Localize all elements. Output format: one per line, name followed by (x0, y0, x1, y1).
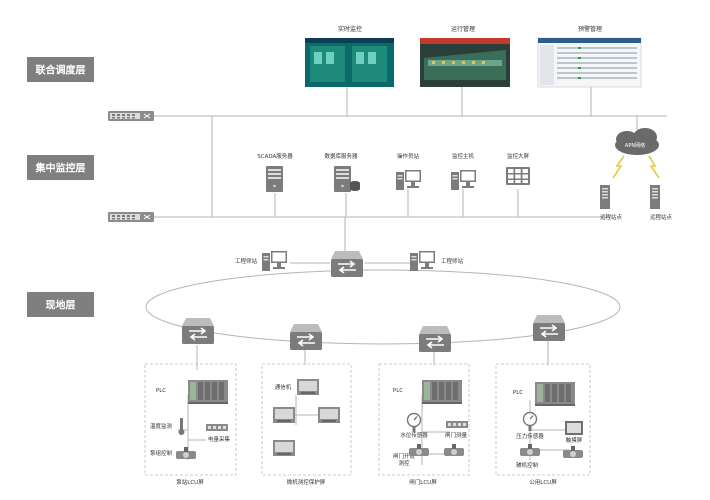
thermometer-icon (178, 418, 185, 435)
ring-router-3-icon (418, 325, 452, 353)
plc-label: PLC (513, 390, 523, 396)
gate-opening-label: 闸门开度 (393, 452, 416, 460)
pump-unit-control-label: 泵组控制 (150, 449, 173, 457)
remote-site-1-icon (600, 185, 610, 209)
ring-router-2-icon (289, 323, 323, 351)
gate-valve-icon (409, 444, 429, 456)
auxiliary-valve-icon (520, 444, 540, 456)
label-monitoring-big-screen: 监控大屏 (507, 152, 530, 160)
pressure-sensor-icon (522, 411, 538, 432)
layer-joint-dispatch (27, 57, 94, 82)
label-monitoring-host: 监控主机 (452, 152, 475, 160)
screen-label-realtime: 实时监控 (338, 25, 362, 33)
remote-site-2-icon (650, 185, 660, 209)
layer-central-monitoring (27, 155, 94, 180)
operator-station-icon (396, 170, 421, 190)
comm-unit-label: 通信机 (275, 383, 292, 391)
layer-field-label: 现地层 (46, 299, 76, 312)
protection-device-1-icon (273, 407, 295, 423)
layer-joint-dispatch-label: 联合调度层 (36, 64, 86, 77)
pump-station-lcu-panel: PLC 温度监测 电量采集 泵组控制 泵站LCU屏 (144, 363, 237, 486)
protection-panel: 通信机 微机测控保护屏 (261, 363, 352, 486)
database-server-icon (334, 166, 351, 192)
label-database-server: 数据库服务器 (324, 152, 358, 160)
label-scada-server: SCADA服务器 (257, 152, 293, 160)
gate-position-label: 闸门测量 (445, 431, 468, 439)
wireless-link-icon (612, 155, 660, 179)
alarm-management-screenshot (537, 37, 642, 88)
remote-site-2-label: 远程站点 (650, 213, 673, 221)
auxiliary-control-label: 辅机控制 (516, 461, 539, 469)
engineer-station-right-label: 工程师站 (441, 257, 464, 265)
apn-network-label: APN网络 (625, 142, 645, 149)
power-acquisition-label: 电量采集 (208, 435, 231, 443)
database-icon (350, 181, 360, 191)
gate-valve-2-icon (444, 444, 464, 456)
touch-screen-label: 触摸屏 (566, 436, 583, 444)
screen-label-operation: 运行管理 (451, 25, 475, 33)
protection-device-2-icon (318, 407, 340, 423)
core-router-icon (330, 250, 364, 278)
power-acquisition-icon (206, 424, 228, 431)
remote-site-1-label: 远程站点 (600, 213, 623, 221)
gate-lcu-label: 闸门LCU屏 (409, 478, 437, 486)
big-screen-icon (506, 167, 530, 185)
plc-label: PLC (156, 388, 166, 394)
ring-router-1-icon (181, 317, 215, 345)
layer-central-monitoring-label: 集中监控层 (35, 162, 86, 175)
gate-position-icon (446, 421, 468, 428)
pressure-sensor-label: 压力传感器 (516, 432, 544, 440)
water-level-sensor-label: 水位传感器 (400, 431, 428, 439)
plc-icon (535, 382, 575, 406)
protection-device-3-icon (273, 440, 295, 456)
protection-panel-label: 微机测控保护屏 (287, 478, 326, 486)
layer-field (27, 292, 94, 317)
pump-valve-icon (176, 447, 196, 459)
screen-label-alarm: 预警管理 (578, 25, 602, 33)
engineer-station-left-icon (262, 251, 287, 271)
gate-lcu-panel: PLC 水位传感器 闸门测量 闸门开度 测控 闸门LCU屏 (378, 363, 470, 486)
auxiliary-valve-2-icon (563, 446, 583, 458)
temperature-monitoring-label: 温度监测 (150, 422, 173, 430)
ring-router-4-icon (532, 314, 566, 342)
pump-station-lcu-label: 泵站LCU屏 (176, 478, 204, 486)
water-level-sensor-icon (406, 412, 422, 433)
engineer-station-right-icon (410, 251, 435, 271)
plc-icon (422, 380, 462, 404)
plc-label: PLC (393, 388, 403, 394)
monitoring-host-icon (451, 170, 476, 190)
comm-unit-icon (297, 379, 319, 395)
operation-management-screenshot (420, 38, 510, 87)
cloud-icon (615, 128, 659, 155)
engineer-station-left-label: 工程师站 (235, 257, 258, 265)
realtime-monitor-screenshot (305, 38, 394, 87)
dispatch-layer-switch-icon (107, 110, 155, 122)
label-operator-station: 操作员站 (397, 152, 420, 160)
monitoring-layer-switch-icon (107, 211, 155, 223)
public-lcu-label: 公用LCU屏 (529, 479, 557, 486)
plc-icon (188, 380, 228, 404)
scada-server-icon (266, 166, 283, 192)
public-lcu-panel: PLC 压力传感器 触摸屏 辅机控制 公用LCU屏 (495, 363, 591, 486)
gate-opening-label-2: 测控 (398, 459, 410, 467)
